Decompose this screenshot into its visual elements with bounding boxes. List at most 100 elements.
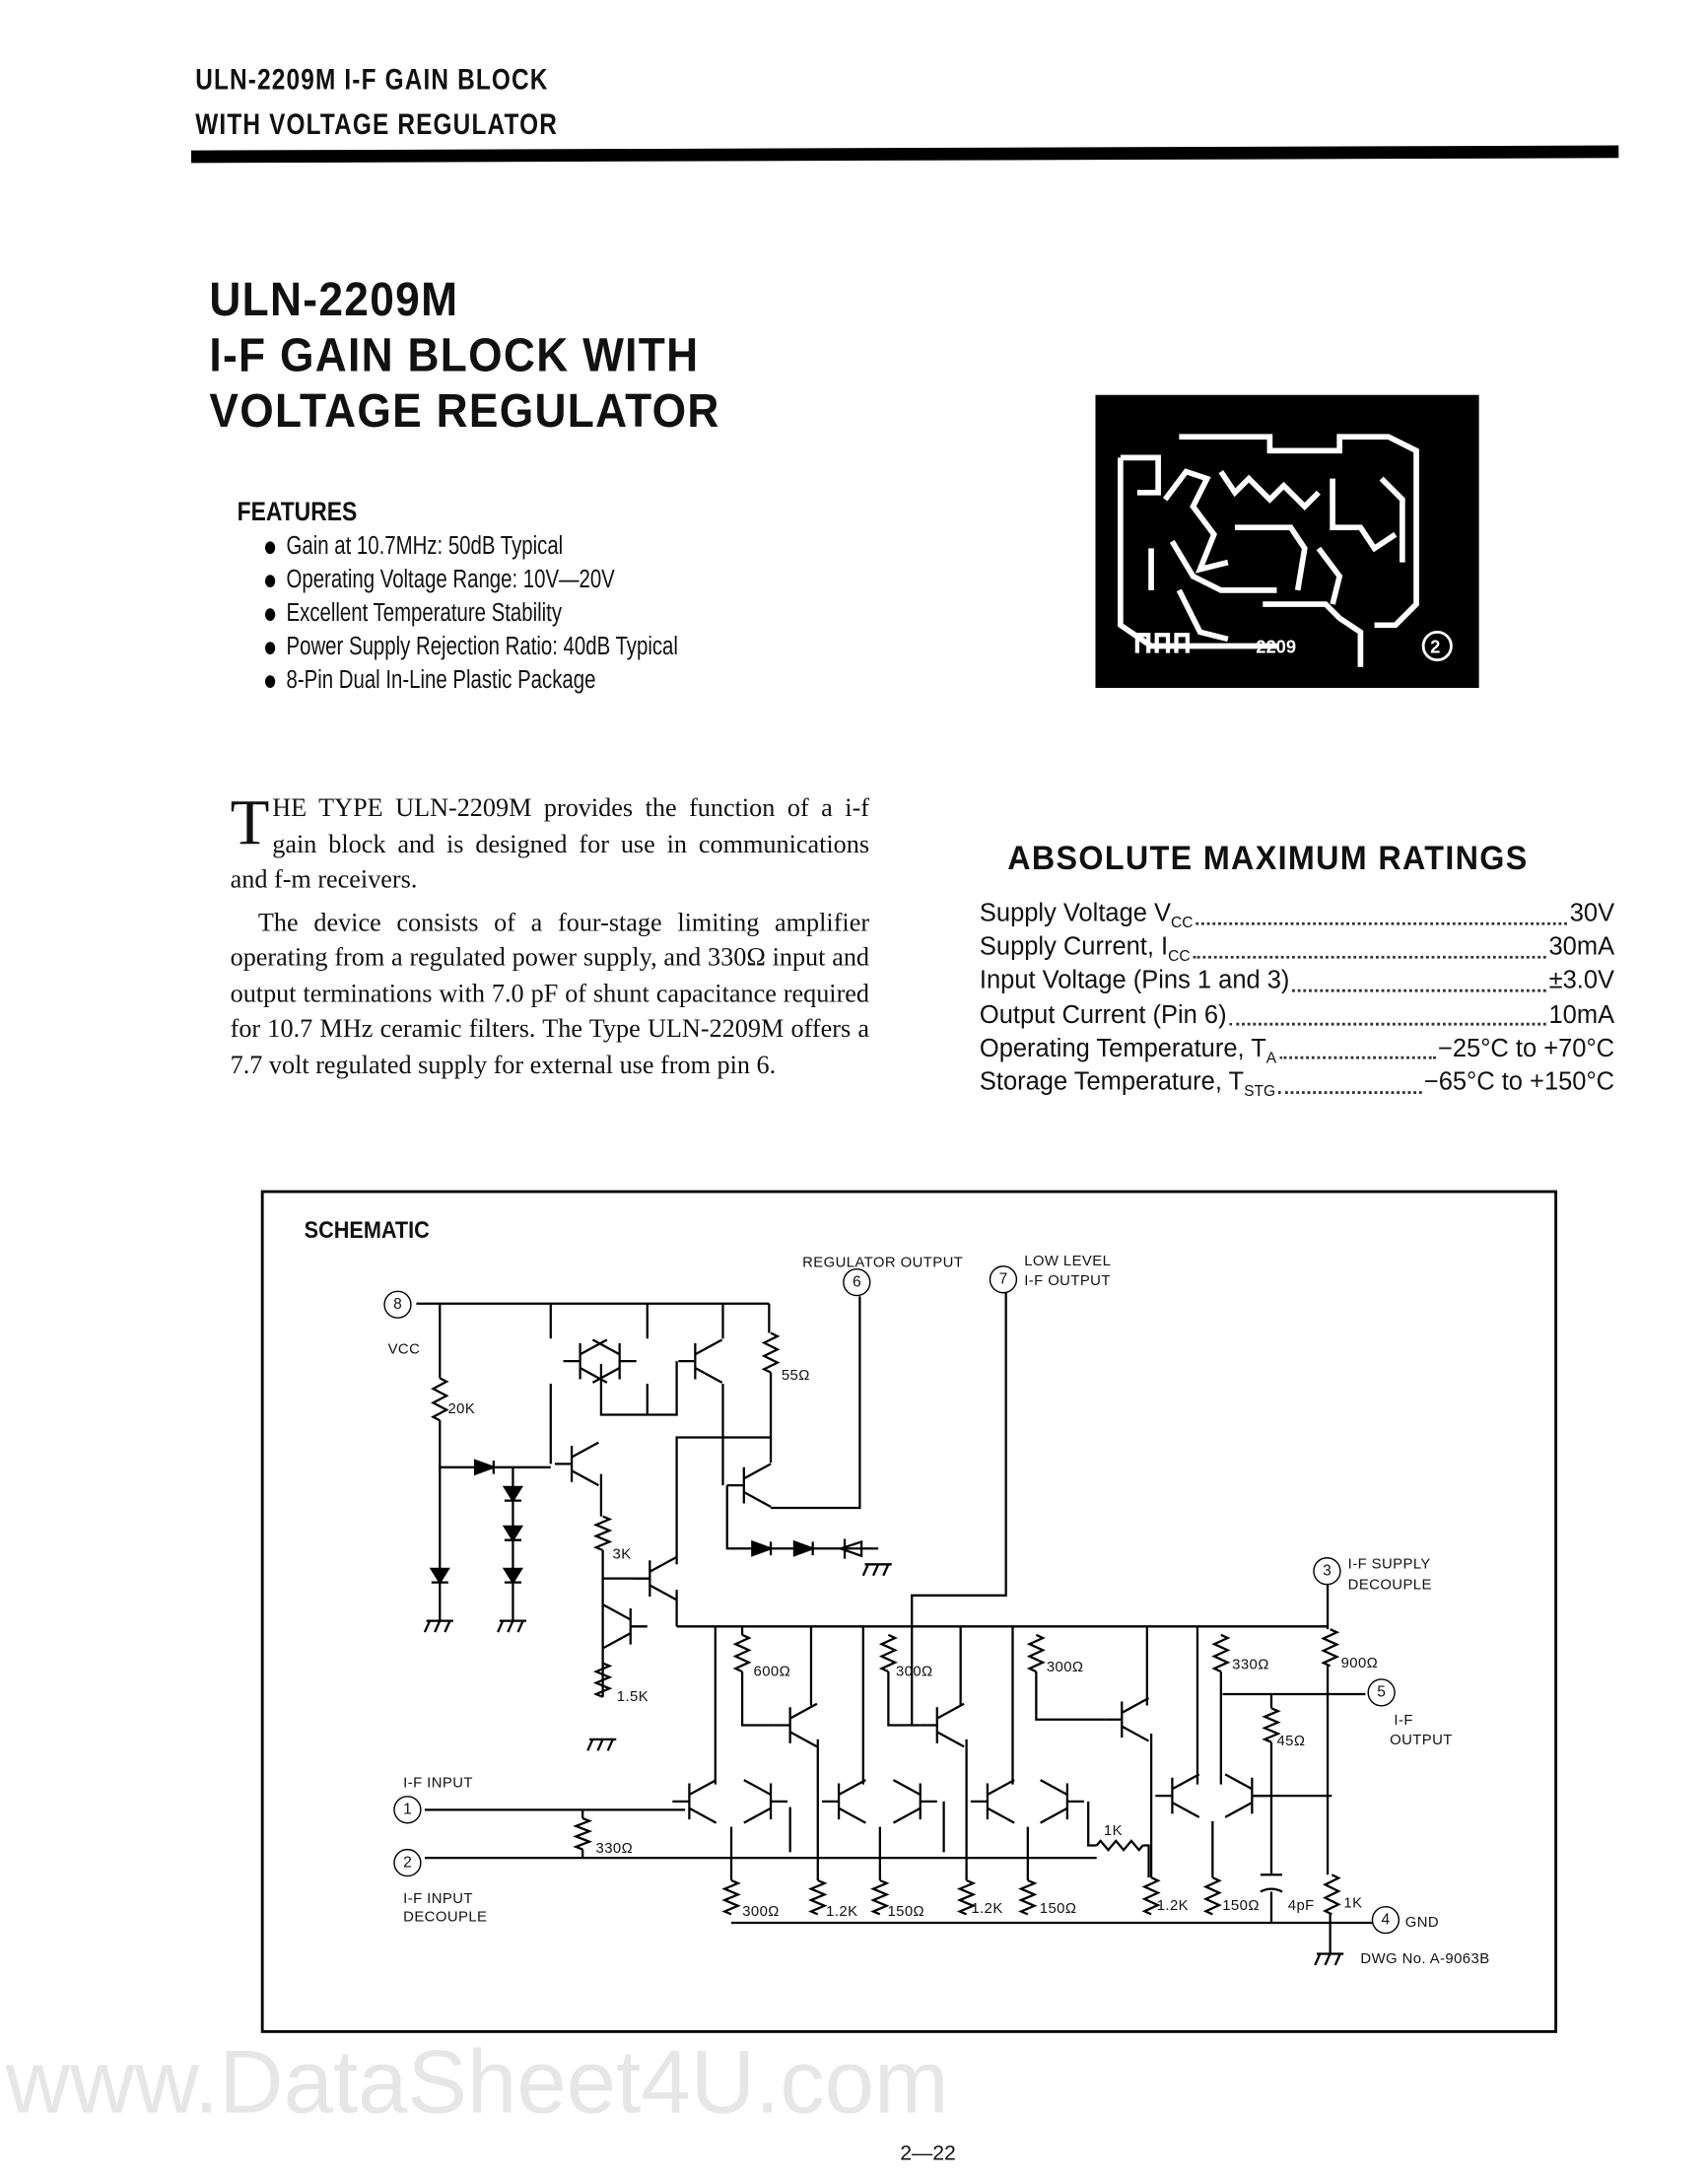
capacitor bbox=[1260, 1874, 1281, 1891]
ground-icon bbox=[1315, 1953, 1343, 1964]
transistor bbox=[893, 1779, 936, 1822]
feature-text: Power Supply Rejection Ratio: 40dB Typic… bbox=[286, 632, 678, 660]
transistor bbox=[920, 1703, 963, 1746]
wire bbox=[726, 1485, 877, 1548]
transistor bbox=[678, 1339, 721, 1383]
resistor bbox=[764, 1332, 778, 1372]
diode bbox=[504, 1526, 520, 1539]
component-value: 150Ω bbox=[1039, 1900, 1077, 1918]
page-number: 2—22 bbox=[900, 2142, 956, 2166]
transistor bbox=[970, 1779, 1013, 1822]
transistor bbox=[633, 1556, 676, 1600]
rating-value: 30mA bbox=[1548, 932, 1615, 961]
wire bbox=[888, 1671, 920, 1725]
transistor bbox=[554, 1442, 597, 1485]
rating-row: Operating Temperature, TA−25°C to +70°C bbox=[980, 1034, 1614, 1066]
transistor bbox=[672, 1779, 716, 1822]
resistor bbox=[959, 1879, 973, 1913]
wire bbox=[1142, 1845, 1148, 1877]
label-if: I-F bbox=[1394, 1712, 1413, 1730]
chip-layout-photo: 2209 2 bbox=[1095, 394, 1479, 688]
label-decouple: DECOUPLE bbox=[1347, 1576, 1432, 1594]
resistor bbox=[872, 1879, 886, 1913]
wire bbox=[742, 1671, 774, 1725]
resistor bbox=[1205, 1877, 1219, 1914]
resistor bbox=[1144, 1877, 1158, 1914]
resistor bbox=[810, 1879, 824, 1913]
diode bbox=[504, 1568, 520, 1582]
label-gnd: GND bbox=[1404, 1914, 1440, 1932]
rating-row: Input Voltage (Pins 1 and 3)±3.0V bbox=[980, 966, 1614, 998]
label-output: OUTPUT bbox=[1390, 1732, 1453, 1748]
feature-text: Operating Voltage Range: 10V—20V bbox=[286, 565, 615, 593]
feature-item: 8-Pin Dual In-Line Plastic Package bbox=[265, 665, 595, 695]
diode bbox=[504, 1486, 520, 1500]
rating-row: Output Current (Pin 6)10mA bbox=[980, 1000, 1614, 1033]
schematic-diagram bbox=[256, 1169, 1566, 2049]
transistor bbox=[1225, 1774, 1268, 1817]
component-value: 1.2K bbox=[826, 1903, 858, 1921]
pin-5: 5 bbox=[1367, 1678, 1396, 1707]
component-value: 300Ω bbox=[895, 1663, 933, 1680]
running-header-line2: WITH VOLTAGE REGULATOR bbox=[195, 108, 558, 141]
schematic-heading: SCHEMATIC bbox=[304, 1216, 430, 1244]
resistor bbox=[576, 1817, 589, 1848]
transistor bbox=[743, 1779, 786, 1822]
ground-icon bbox=[587, 1738, 616, 1749]
resistor bbox=[1264, 1708, 1278, 1741]
leader-dots bbox=[1229, 1000, 1546, 1026]
label-regulator-output: REGULATOR OUTPUT bbox=[802, 1254, 964, 1271]
ground-icon bbox=[424, 1620, 452, 1631]
resistor bbox=[1020, 1879, 1034, 1913]
label-if-input2: I-F INPUT bbox=[403, 1890, 473, 1908]
component-value: 1K bbox=[1343, 1894, 1363, 1912]
leader-dots bbox=[1193, 932, 1546, 959]
wire bbox=[1036, 1671, 1105, 1720]
component-value: 1.5K bbox=[616, 1688, 649, 1706]
component-value: 600Ω bbox=[753, 1663, 791, 1680]
ground-icon bbox=[862, 1564, 891, 1575]
title-line1: ULN-2209M bbox=[209, 273, 459, 327]
ground-icon bbox=[498, 1620, 526, 1631]
diode bbox=[431, 1568, 447, 1582]
transistor bbox=[1105, 1697, 1148, 1740]
ratings-heading: ABSOLUTE MAXIMUM RATINGS bbox=[1007, 840, 1529, 878]
rating-label: Operating Temperature, TA bbox=[979, 1033, 1277, 1067]
label-if-input: I-F INPUT bbox=[403, 1774, 473, 1792]
component-value: 45Ω bbox=[1276, 1733, 1306, 1750]
component-value: 1.2K bbox=[971, 1900, 1003, 1918]
diode bbox=[752, 1541, 771, 1555]
schematic-frame bbox=[260, 1190, 1558, 2033]
running-header-line1: ULN-2209M I-F GAIN BLOCK bbox=[195, 64, 549, 97]
resistor bbox=[1029, 1634, 1043, 1670]
component-value: 55Ω bbox=[781, 1367, 810, 1385]
component-value: 330Ω bbox=[1232, 1656, 1269, 1673]
component-value: 20K bbox=[447, 1400, 476, 1418]
feature-item: Power Supply Rejection Ratio: 40dB Typic… bbox=[265, 632, 678, 661]
rating-value: 30V bbox=[1569, 898, 1615, 927]
description-para2: The device consists of a four-stage limi… bbox=[230, 909, 870, 1080]
pin-7: 7 bbox=[989, 1265, 1018, 1294]
label-if-output-low: I-F OUTPUT bbox=[1024, 1272, 1111, 1290]
transistor bbox=[592, 1339, 636, 1383]
chip-marking: 2209 bbox=[1256, 637, 1296, 657]
pin-4: 4 bbox=[1371, 1905, 1401, 1935]
dropcap: T bbox=[230, 786, 270, 858]
feature-text: 8-Pin Dual In-Line Plastic Package bbox=[286, 665, 596, 694]
label-drawing-no: DWG No. A-9063B bbox=[1360, 1950, 1490, 1968]
component-value: 1K bbox=[1103, 1822, 1123, 1840]
leader-dots bbox=[1196, 899, 1567, 925]
rating-value: 10mA bbox=[1548, 999, 1615, 1028]
resistor bbox=[433, 1378, 446, 1420]
rating-label: Supply Current, ICC bbox=[979, 932, 1191, 966]
feature-text: Excellent Temperature Stability bbox=[286, 598, 563, 627]
component-value: 900Ω bbox=[1340, 1655, 1379, 1672]
rating-label: Input Voltage (Pins 1 and 3) bbox=[979, 966, 1290, 994]
features-heading: FEATURES bbox=[237, 498, 358, 528]
title-line3: VOLTAGE REGULATOR bbox=[209, 384, 720, 439]
transistor bbox=[1155, 1774, 1198, 1817]
transistor bbox=[563, 1339, 606, 1383]
resistor bbox=[1325, 1874, 1338, 1914]
